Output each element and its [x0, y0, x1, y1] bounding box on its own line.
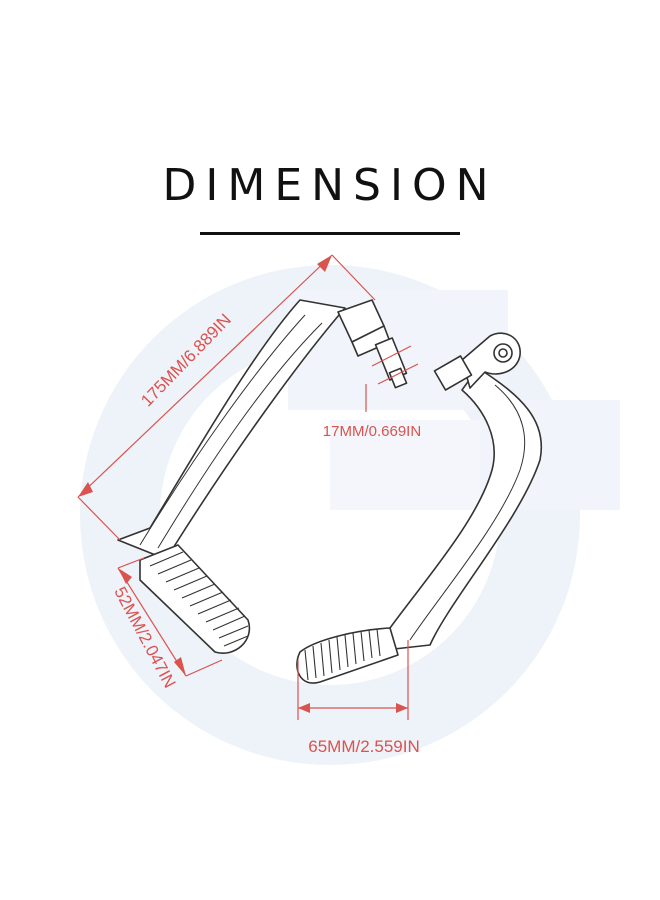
left-grip-ribbing	[149, 551, 249, 647]
dimension-bolt	[365, 345, 419, 412]
dimension-grip-length-label: 65MM/2.559IN	[308, 737, 420, 756]
dimension-length	[77, 254, 376, 541]
dimension-bolt-label: 17MM/0.669IN	[323, 423, 421, 440]
dimension-grip-height	[117, 557, 223, 677]
title-underline	[200, 232, 460, 235]
page-title: DIMENSION	[162, 160, 498, 211]
dimension-grip-length	[297, 640, 409, 720]
right-grip-ribbing	[304, 628, 381, 681]
